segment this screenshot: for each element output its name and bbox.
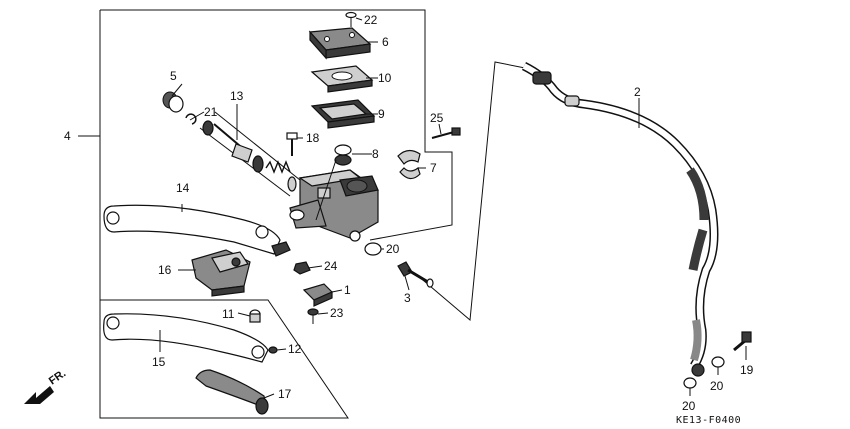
callout-20c: 20 <box>710 379 724 393</box>
washer-20-upper <box>364 242 382 256</box>
callout-4: 4 <box>64 129 71 143</box>
banjo-fitting-3 <box>397 261 434 288</box>
master-cylinder-body <box>289 169 379 242</box>
boot-5 <box>162 91 184 113</box>
cap-seal-8 <box>334 144 352 166</box>
callout-20a: 20 <box>386 242 400 256</box>
callout-12: 12 <box>288 342 302 356</box>
callout-6: 6 <box>382 35 389 49</box>
brake-lever-15 <box>103 313 269 363</box>
hose-routing-line <box>416 61 526 322</box>
plate-10 <box>310 65 374 93</box>
diagram-code: KE13-F0400 <box>676 415 741 426</box>
callout-labels: 1 2 3 4 5 6 7 8 9 10 11 12 13 14 15 16 1… <box>64 13 754 413</box>
switch-bracket-16 <box>191 249 251 297</box>
callout-7: 7 <box>430 161 437 175</box>
callout-14: 14 <box>176 181 190 195</box>
front-direction-arrow: FR. <box>24 367 68 404</box>
reservoir-cap-6 <box>308 27 372 60</box>
callout-11: 11 <box>222 307 235 321</box>
callout-22: 22 <box>364 13 378 27</box>
piston-kit-13 <box>199 111 301 197</box>
callout-1: 1 <box>344 283 351 297</box>
screw-22 <box>345 11 357 27</box>
leader-lines <box>159 17 747 399</box>
screw-23 <box>307 308 319 324</box>
callout-20b: 20 <box>682 399 696 413</box>
brake-hose-2 <box>521 61 719 377</box>
callout-8: 8 <box>372 147 379 161</box>
callout-15: 15 <box>152 355 166 369</box>
callout-13: 13 <box>230 89 244 103</box>
callout-17: 17 <box>278 387 292 401</box>
callout-16: 16 <box>158 263 172 277</box>
callout-3: 3 <box>404 291 411 305</box>
callout-18: 18 <box>306 131 320 145</box>
callout-19: 19 <box>740 363 754 377</box>
washer-20-lower-left <box>683 377 697 389</box>
callout-23: 23 <box>330 306 344 320</box>
banjo-bolt-19 <box>733 331 752 352</box>
callout-9: 9 <box>378 107 385 121</box>
bolt-18 <box>286 132 298 156</box>
brake-lever-14 <box>103 204 291 257</box>
bolt-25 <box>431 127 461 139</box>
nut-24 <box>293 261 311 275</box>
callout-2: 2 <box>634 85 641 99</box>
dowel-11 <box>249 309 261 323</box>
washer-20-lower-right <box>711 356 725 368</box>
callout-5: 5 <box>170 69 177 83</box>
callout-10: 10 <box>378 71 392 85</box>
callout-21: 21 <box>204 105 218 119</box>
assembly-bracket <box>78 9 453 419</box>
diaphragm-9 <box>310 99 376 129</box>
circlip-21 <box>185 113 197 125</box>
front-direction-label: FR. <box>47 367 68 387</box>
lever-cover-17 <box>195 369 269 415</box>
callout-24: 24 <box>324 259 338 273</box>
callout-25: 25 <box>430 111 444 125</box>
holder-7 <box>397 149 421 180</box>
switch-1 <box>302 283 334 307</box>
pin-12 <box>268 346 278 354</box>
